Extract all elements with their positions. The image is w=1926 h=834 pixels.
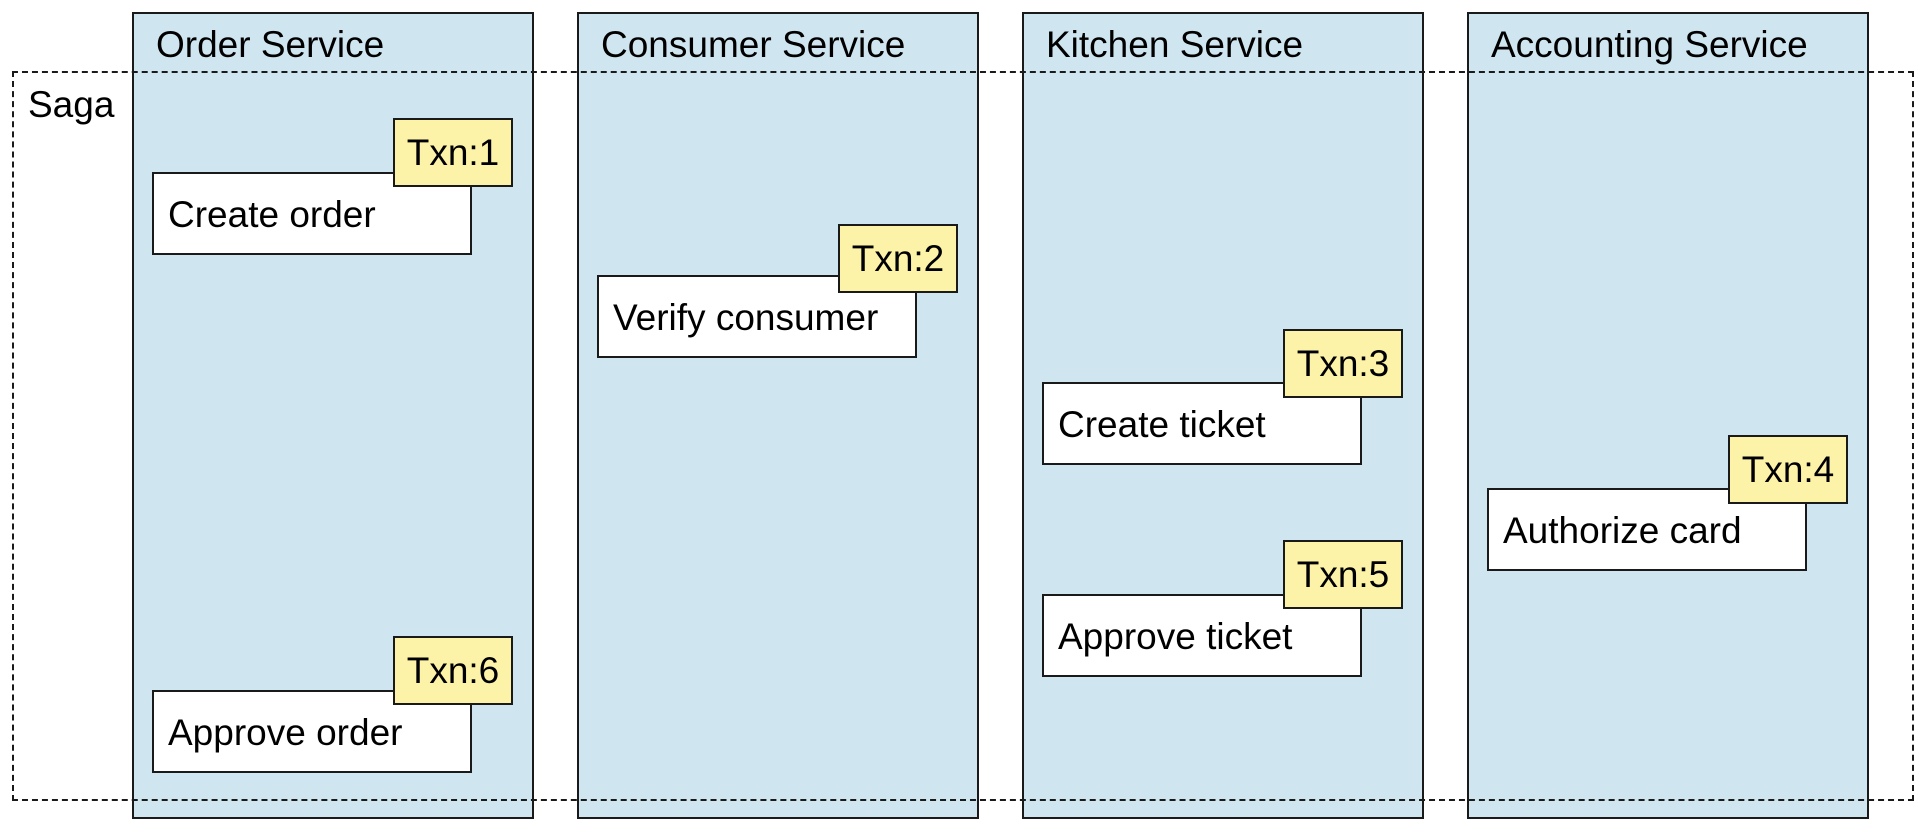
txn-badge: Txn:5	[1283, 540, 1403, 609]
txn-badge: Txn:1	[393, 118, 513, 187]
lane-accounting-service: Accounting Service	[1467, 12, 1869, 819]
lane-title: Consumer Service	[601, 24, 906, 65]
saga-label: Saga	[28, 84, 115, 125]
txn-badge: Txn:3	[1283, 329, 1403, 398]
step-label: Approve order	[168, 712, 403, 753]
txn-badge: Txn:2	[838, 224, 958, 293]
lane-title: Accounting Service	[1491, 24, 1808, 65]
step-label: Authorize card	[1503, 510, 1742, 551]
step-label: Verify consumer	[613, 297, 879, 338]
lane-title: Order Service	[156, 24, 385, 65]
step-approve-ticket: Approve ticket	[1042, 594, 1362, 677]
step-label: Create order	[168, 194, 376, 235]
step-label: Create ticket	[1058, 404, 1266, 445]
lane-consumer-service: Consumer Service	[577, 12, 979, 819]
txn-badge: Txn:6	[393, 636, 513, 705]
lane-title: Kitchen Service	[1046, 24, 1304, 65]
step-label: Approve ticket	[1058, 616, 1293, 657]
txn-badge: Txn:4	[1728, 435, 1848, 504]
